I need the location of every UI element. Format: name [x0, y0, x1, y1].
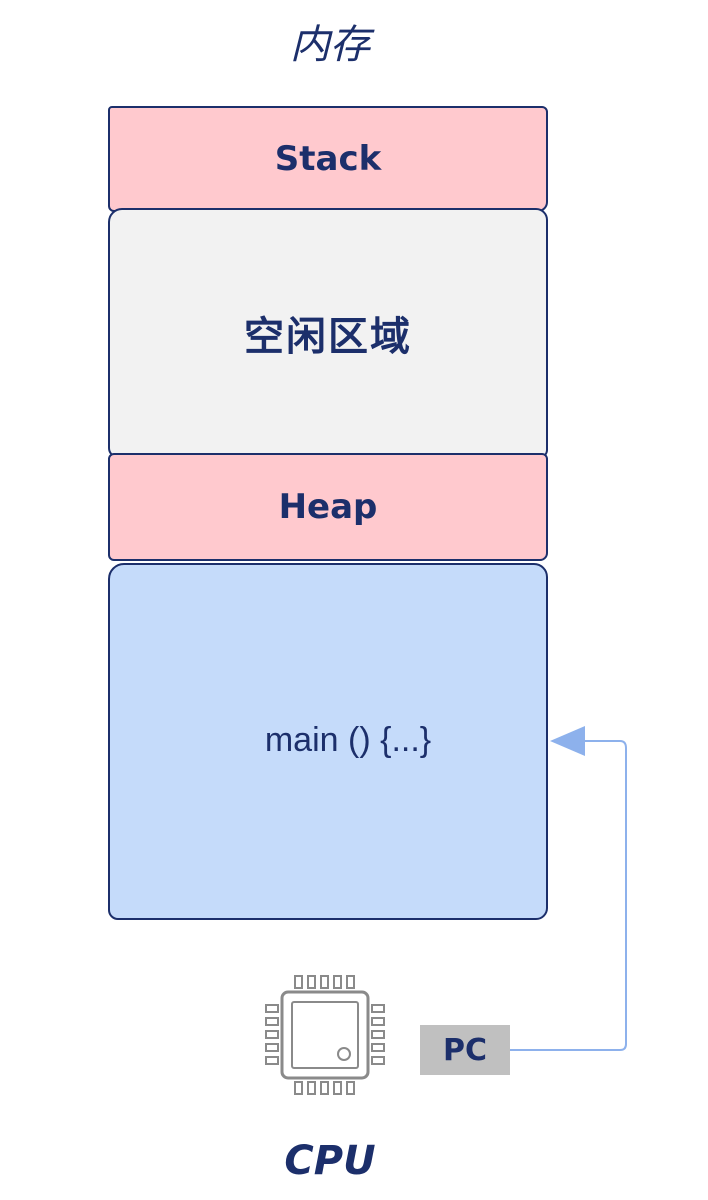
code-label: main () {...}	[264, 721, 432, 759]
pc-register-label: PC	[442, 1032, 487, 1068]
cpu-label: CPU	[284, 1138, 376, 1184]
memory-title: 内存	[290, 22, 370, 68]
cpu-chip-icon	[265, 975, 385, 1095]
pc-register-box: PC	[420, 1025, 510, 1075]
pc-arrow-head	[550, 726, 585, 756]
code-segment: main () {...}	[108, 563, 548, 920]
stack-label: Stack	[274, 139, 382, 179]
stack-segment: Stack	[108, 106, 548, 212]
free-area-label: 空闲区域	[244, 314, 412, 360]
heap-segment: Heap	[108, 453, 548, 561]
free-area-segment: 空闲区域	[108, 208, 548, 458]
heap-label: Heap	[278, 487, 378, 527]
